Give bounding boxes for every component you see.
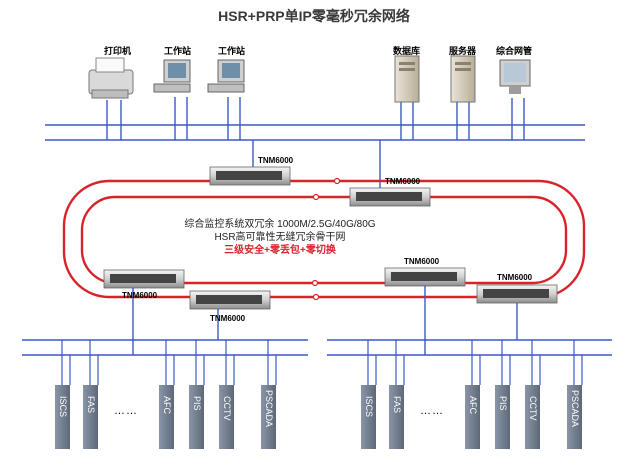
switch-label: TNM6000 [122,291,158,300]
top-bus [45,97,585,190]
subsystem-label: CCTV [528,396,538,421]
printer-icon [88,57,134,99]
workstation-label-1: 工作站 [164,46,192,56]
ring-text-line1: 综合监控系统双冗余 1000M/2.5G/40G/80G [184,219,376,230]
switch-label: TNM6000 [404,257,440,266]
subsystem-modules-left [55,340,277,449]
switch-bottom-1 [103,269,185,289]
subsystem-modules-right [361,340,583,449]
switch-top-right [349,187,431,207]
bottom-bus-left [22,339,308,356]
subsystem-label: PIS [498,396,508,411]
switch-top-left [209,166,291,186]
subsystem-label: FAS [86,396,96,414]
subsystem-label: PSCADA [264,390,274,428]
ellipsis-left: …… [114,405,138,417]
subsystem-label: CCTV [222,396,232,421]
bottom-drops [132,286,518,355]
subsystem-label: PSCADA [570,390,580,428]
switch-bottom-4 [476,284,558,304]
database-icon [394,55,420,103]
switch-label: TNM6000 [210,314,246,323]
switch-label: TNM6000 [385,177,421,186]
subsystem-label: AFC [468,396,478,414]
ring-text-line3: 三级安全+零丢包+零切换 [224,245,336,256]
switch-bottom-2 [189,290,271,310]
ellipsis-right: …… [420,405,444,417]
switch-label: TNM6000 [497,273,533,282]
switch-bottom-3 [384,267,466,287]
server-icon [450,55,476,103]
subsystem-label: ISCS [364,396,374,418]
subsystem-label: FAS [392,396,402,414]
database-label: 数据库 [393,46,421,56]
subsystem-label: PIS [192,396,202,411]
diagram-title: HSR+PRP单IP零毫秒冗余网络 [218,8,410,24]
monitor-icon [499,59,531,94]
hsr-ring [62,179,586,299]
workstation-label-2: 工作站 [218,46,246,56]
workstation-icon [207,59,245,93]
network-mgmt-label: 综合网管 [496,46,533,56]
break-markers [311,177,341,301]
printer-label: 打印机 [104,46,132,56]
subsystem-label: ISCS [58,396,68,418]
workstation-icon [153,59,191,93]
server-label: 服务器 [449,46,477,56]
subsystem-label: AFC [162,396,172,414]
ring-text-line2: HSR高可靠性无缝冗余骨干网 [214,232,346,243]
bottom-bus-right [327,339,612,356]
switch-label: TNM6000 [258,156,294,165]
